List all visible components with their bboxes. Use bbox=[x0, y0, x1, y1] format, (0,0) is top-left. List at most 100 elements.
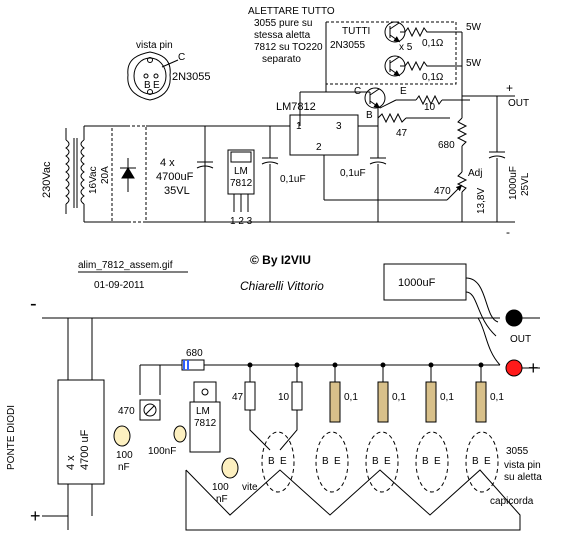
bridge-rectifier-icon bbox=[111, 125, 230, 223]
cap-top-label: 1000uF bbox=[398, 277, 436, 289]
vite-label: vite bbox=[242, 482, 258, 493]
b-label: B bbox=[366, 110, 373, 121]
lm7812-box bbox=[289, 114, 359, 156]
note-line: separato bbox=[262, 54, 301, 65]
pin-be: E bbox=[434, 456, 441, 467]
pin-b-label: B bbox=[144, 80, 151, 91]
transistor-name: 2N3055 bbox=[172, 71, 211, 83]
transformer-icon bbox=[65, 125, 130, 223]
adj-label: Adj bbox=[468, 168, 482, 179]
w5-b: 5W bbox=[466, 58, 482, 69]
ponte-label: PONTE DIODI bbox=[6, 405, 17, 470]
pin-e-label: E bbox=[153, 80, 160, 91]
bottom-minus: - bbox=[30, 293, 37, 315]
to3-pin-view-icon bbox=[127, 51, 179, 101]
bottom-assembly bbox=[42, 263, 540, 531]
v138-label: 13,8V bbox=[476, 188, 487, 214]
vista-pin-label: vista pin bbox=[136, 40, 173, 51]
pin-be: B bbox=[322, 456, 329, 467]
pin-be: B bbox=[422, 456, 429, 467]
tutti-label: TUTTI bbox=[342, 26, 370, 37]
cap-bank-1: 4 x bbox=[65, 455, 77, 470]
plus-label: + bbox=[506, 81, 513, 95]
reg-small-2: 7812 bbox=[230, 178, 253, 189]
pin-be: E bbox=[280, 456, 287, 467]
secondary-v-label: 16Vac bbox=[88, 166, 99, 194]
top-schematic bbox=[65, 21, 515, 223]
reg-small-1: LM bbox=[234, 166, 248, 177]
note-line: stessa aletta bbox=[254, 30, 311, 41]
pin-be: B bbox=[372, 456, 379, 467]
cap-01-b: 0,1uF bbox=[340, 168, 366, 179]
note-line: 7812 su TO220 bbox=[254, 42, 323, 53]
reg-pins: 1 2 3 bbox=[230, 216, 253, 227]
bottom-plus: + bbox=[528, 358, 539, 378]
r47-bottom: 47 bbox=[232, 392, 244, 403]
pin-c-label: C bbox=[178, 52, 185, 63]
r680-label: 680 bbox=[438, 140, 455, 151]
filename-label: alim_7812_assem.gif bbox=[78, 260, 173, 271]
pin-be: E bbox=[334, 456, 341, 467]
author-label: © By I2VIU bbox=[250, 253, 311, 267]
cap-bank-2: 4700 uF bbox=[79, 429, 91, 470]
capicorda-label: capicorda bbox=[490, 496, 534, 507]
r680-bottom: 680 bbox=[186, 348, 203, 359]
pin1-label: 1 bbox=[296, 121, 302, 132]
note-line: 3055 pure su bbox=[254, 18, 312, 29]
pin-be: E bbox=[484, 456, 491, 467]
capacitor-bank-4x4700uf bbox=[57, 379, 105, 485]
reg-bottom-1: LM bbox=[196, 406, 210, 417]
pin-be: B bbox=[268, 456, 275, 467]
bottom-regulator-icon bbox=[189, 401, 221, 453]
out-label: OUT bbox=[508, 98, 529, 109]
secondary-a-label: 20A bbox=[100, 166, 111, 184]
cap-01-a: 0,1uF bbox=[280, 174, 306, 185]
r470-label: 470 bbox=[434, 186, 451, 197]
cap-main-3: 35VL bbox=[164, 185, 190, 197]
r01-bottom: 0,1 bbox=[392, 392, 406, 403]
reg-bottom-2: 7812 bbox=[194, 418, 217, 429]
vista-pin-1: vista pin bbox=[504, 460, 541, 471]
r470-bottom: 470 bbox=[118, 406, 135, 417]
mains-label: 230Vac bbox=[41, 161, 53, 198]
r10-label: 10 bbox=[424, 102, 436, 113]
note-line: ALETTARE TUTTO bbox=[248, 6, 335, 17]
r01-bottom: 0,1 bbox=[490, 392, 504, 403]
r10-bottom: 10 bbox=[278, 392, 290, 403]
tutti-part: 2N3055 bbox=[330, 40, 365, 51]
signature: Chiarelli Vittorio bbox=[240, 279, 324, 293]
w5-a: 5W bbox=[466, 22, 482, 33]
c100-a-1: 100 bbox=[116, 450, 133, 461]
cap-out-label: 1000uF bbox=[508, 166, 519, 200]
c100-c-1: 100 bbox=[212, 482, 229, 493]
vista-pin-2: su aletta bbox=[504, 472, 542, 483]
c-label: C bbox=[354, 86, 361, 97]
output-capacitor-box bbox=[383, 263, 467, 301]
cap-out-v-label: 25VL bbox=[520, 172, 531, 196]
pin3-label: 3 bbox=[336, 121, 342, 132]
r-01-b: 0,1Ω bbox=[422, 72, 444, 83]
e-label: E bbox=[400, 86, 407, 97]
c100-b: 100nF bbox=[148, 446, 176, 457]
c100-a-2: nF bbox=[118, 462, 130, 473]
r01-bottom: 0,1 bbox=[344, 392, 358, 403]
cap-main-2: 4700uF bbox=[156, 171, 194, 183]
bottom-plus-left: + bbox=[30, 506, 41, 526]
cap-main-1: 4 x bbox=[160, 157, 175, 169]
minus-label: - bbox=[506, 225, 510, 239]
c100-c-2: nF bbox=[216, 494, 228, 505]
out-bottom-label: OUT bbox=[510, 334, 531, 345]
r47-label: 47 bbox=[396, 128, 408, 139]
pin2-label: 2 bbox=[316, 142, 322, 153]
pin-be: B bbox=[472, 456, 479, 467]
pin-be: E bbox=[384, 456, 391, 467]
reg-name: LM7812 bbox=[276, 101, 316, 113]
date-label: 01-09-2011 bbox=[94, 280, 145, 291]
r01-bottom: 0,1 bbox=[440, 392, 454, 403]
trans-name: 3055 bbox=[506, 446, 529, 457]
times5-label: x 5 bbox=[399, 42, 413, 53]
r-01-a: 0,1Ω bbox=[422, 38, 444, 49]
